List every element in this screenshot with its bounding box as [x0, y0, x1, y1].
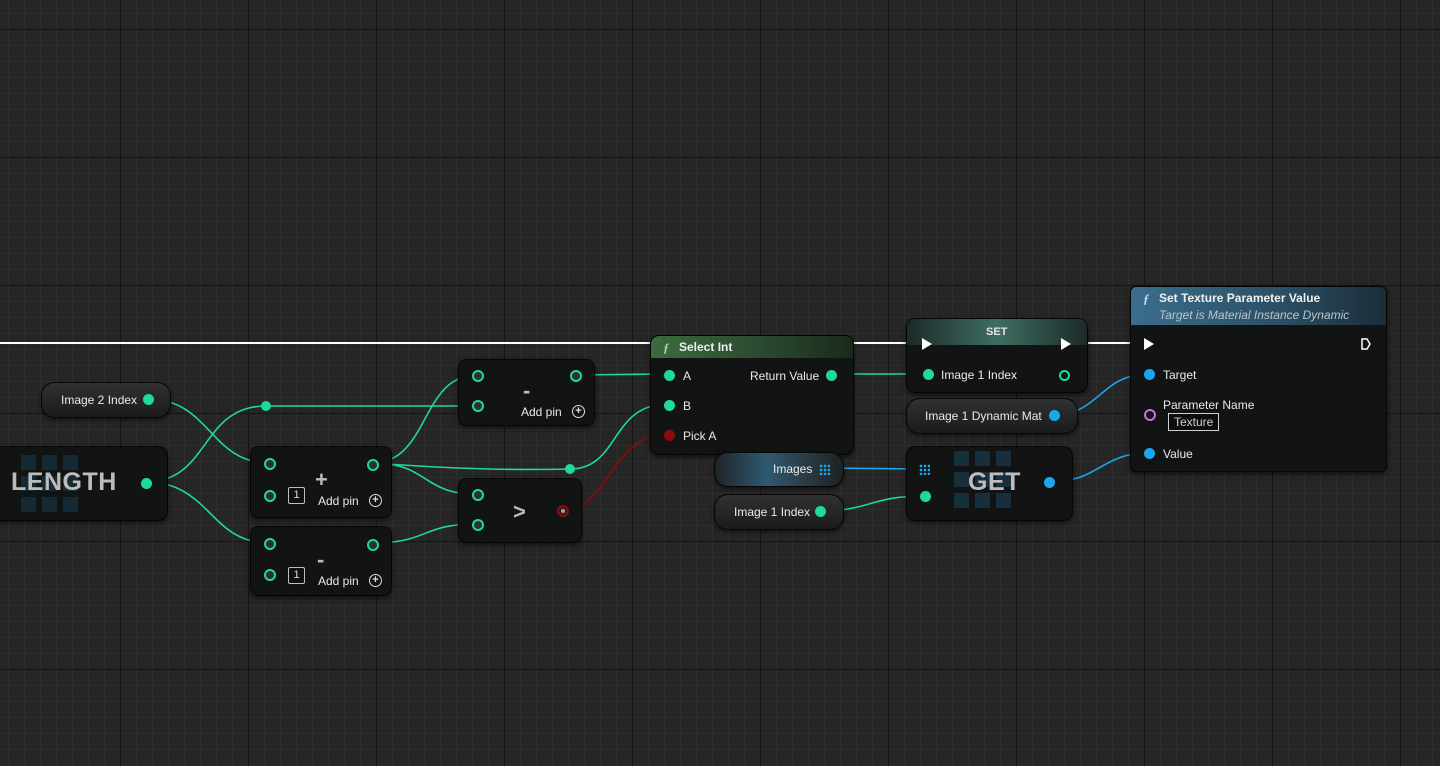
select-int-pick-pin[interactable]	[664, 430, 675, 441]
set-texture-param-name-field[interactable]: Texture	[1168, 413, 1220, 431]
set-texture-target-label: Target	[1163, 368, 1197, 382]
greater-node[interactable]: >	[458, 478, 582, 543]
set-texture-value-label: Value	[1163, 447, 1193, 461]
array-tiles-icon	[21, 455, 78, 512]
image1-dynamic-mat-label: Image 1 Dynamic Mat	[925, 409, 1042, 423]
image2-index-label: Image 2 Index	[61, 393, 138, 407]
select-int-pick-label: Pick A	[683, 429, 717, 443]
set-texture-subtitle: Target is Material Instance Dynamic	[1159, 308, 1350, 322]
set-texture-target-pin[interactable]	[1144, 369, 1155, 380]
get-title: GET	[968, 468, 1021, 496]
add-in-a-pin[interactable]	[264, 458, 276, 470]
images-label: Images	[773, 462, 813, 476]
length-out-pin[interactable]	[141, 478, 152, 489]
set-texture-exec-out-pin[interactable]	[1361, 338, 1371, 350]
select-int-node[interactable]: ƒ Select Int A B Pick A Return Value	[650, 335, 854, 455]
image2-index-getter[interactable]: Image 2 Index	[41, 382, 171, 418]
subtract-top-add-pin-label: Add pin	[521, 405, 562, 419]
array-tiles-icon	[954, 451, 1011, 508]
function-icon: ƒ	[1143, 291, 1150, 306]
subtract-bottom-out-pin[interactable]	[367, 539, 379, 551]
select-int-return-label: Return Value	[750, 369, 820, 383]
set-pin-label: Image 1 Index	[941, 368, 1018, 382]
add-pin-icon[interactable]: +	[369, 494, 382, 507]
set-texture-param-node[interactable]: ƒ Set Texture Parameter Value Target is …	[1130, 286, 1387, 472]
set-texture-value-pin[interactable]	[1144, 448, 1155, 459]
get-out-pin[interactable]	[1044, 477, 1055, 488]
add-pin-icon[interactable]: +	[572, 405, 585, 418]
set-texture-title: Set Texture Parameter Value	[1159, 291, 1321, 305]
reroute-node	[565, 464, 575, 474]
subtract-top-in-a-pin[interactable]	[472, 370, 484, 382]
subtract-top-symbol: -	[523, 378, 531, 403]
greater-out-pin[interactable]	[557, 505, 569, 517]
set-exec-out-pin[interactable]	[1061, 338, 1071, 350]
image1-index-getter[interactable]: Image 1 Index	[714, 494, 844, 530]
subtract-node-bottom[interactable]: 1 - Add pin +	[250, 526, 392, 596]
select-int-a-pin[interactable]	[664, 370, 675, 381]
get-index-in-pin[interactable]	[920, 491, 931, 502]
subtract-bottom-in-a-pin[interactable]	[264, 538, 276, 550]
greater-in-b-pin[interactable]	[472, 519, 484, 531]
add-pin-icon[interactable]: +	[369, 574, 382, 587]
set-texture-param-name-pin[interactable]	[1144, 409, 1156, 421]
select-int-b-label: B	[683, 399, 692, 413]
set-texture-exec-in-pin[interactable]	[1144, 338, 1154, 350]
reroute-node	[261, 401, 271, 411]
select-int-b-pin[interactable]	[664, 400, 675, 411]
wire-add-b	[371, 462, 571, 471]
set-title: SET	[986, 326, 1008, 338]
subtract-bottom-in-b-pin[interactable]	[264, 569, 276, 581]
subtract-node-top[interactable]: - Add pin +	[458, 359, 595, 426]
set-exec-in-pin[interactable]	[922, 338, 932, 350]
greater-symbol: >	[513, 499, 526, 524]
add-const-field[interactable]: 1	[288, 487, 305, 504]
set-texture-header	[1131, 287, 1386, 325]
add-symbol: +	[315, 467, 328, 492]
subtract-top-out-pin[interactable]	[570, 370, 582, 382]
subtract-bottom-add-pin-label: Add pin	[318, 574, 359, 588]
image1-index-get-out-pin[interactable]	[815, 506, 826, 517]
image1-dynamic-mat-out-pin[interactable]	[1049, 410, 1060, 421]
image2-index-out-pin[interactable]	[143, 394, 154, 405]
get-node[interactable]: GET	[906, 446, 1073, 521]
set-value-out-pin[interactable]	[1059, 370, 1070, 381]
add-out-pin[interactable]	[367, 459, 379, 471]
function-icon: ƒ	[663, 340, 670, 355]
subtract-bottom-symbol: -	[317, 547, 325, 572]
add-in-b-pin[interactable]	[264, 490, 276, 502]
subtract-bottom-const-field[interactable]: 1	[288, 567, 305, 584]
set-value-in-pin[interactable]	[923, 369, 934, 380]
add-pin-label: Add pin	[318, 494, 359, 508]
set-texture-param-name-label: Parameter Name	[1163, 398, 1255, 412]
select-int-return-pin[interactable]	[826, 370, 837, 381]
set-node[interactable]: SET Image 1 Index	[906, 318, 1088, 393]
set-header	[907, 319, 1087, 345]
select-int-a-label: A	[683, 369, 692, 383]
greater-in-a-pin[interactable]	[472, 489, 484, 501]
array-in-icon[interactable]	[919, 464, 930, 475]
subtract-top-in-b-pin[interactable]	[472, 400, 484, 412]
select-int-title: Select Int	[679, 340, 733, 354]
add-node[interactable]: 1 + Add pin +	[250, 446, 392, 518]
select-int-header	[651, 336, 853, 358]
image1-dynamic-mat-getter[interactable]: Image 1 Dynamic Mat	[906, 398, 1078, 434]
length-title: LENGTH	[11, 468, 117, 496]
image1-index-get-label: Image 1 Index	[734, 505, 811, 519]
images-getter[interactable]: Images	[714, 452, 844, 487]
length-node[interactable]: LENGTH	[0, 446, 168, 521]
array-grid-icon[interactable]	[819, 464, 830, 475]
